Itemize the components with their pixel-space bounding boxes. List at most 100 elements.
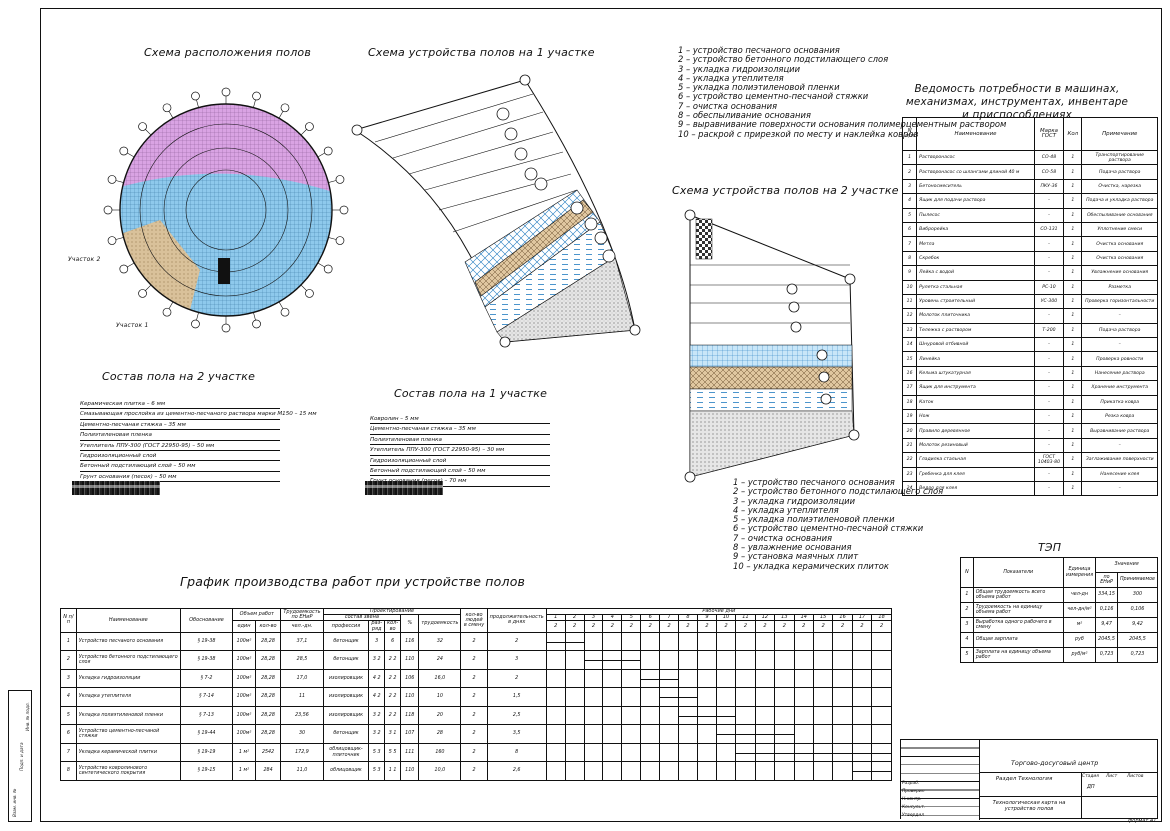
schedule-cell-labor: 37,1	[280, 631, 324, 652]
equipment-cell: –	[1033, 480, 1065, 497]
equipment-cell: –	[1033, 193, 1065, 209]
legend-top-item: 8 – обеспыливание основания	[678, 110, 811, 121]
gantt-cell	[851, 668, 873, 689]
gantt-cell	[678, 631, 698, 652]
schedule-cell-dur: 1,5	[486, 687, 547, 707]
gantt-bar	[679, 715, 697, 717]
schedule-cell-unit: 1 м²	[232, 761, 256, 781]
gantt-cell	[774, 761, 795, 781]
tep-cell: 0,723	[1116, 647, 1159, 663]
equipment-cell: 1	[1063, 207, 1083, 223]
equipment-cell: Лейка с водой	[916, 265, 1035, 281]
gantt-cell	[851, 631, 873, 652]
schedule-cell-qty: 284	[254, 761, 282, 781]
gantt-cell	[715, 650, 737, 670]
schedule-cell-count: 6	[384, 631, 402, 652]
gantt-cell	[640, 650, 661, 670]
schedule-cell-labor: 28,5	[280, 650, 324, 670]
schedule-cell-labor_d: 10,0	[418, 761, 462, 781]
gantt-bar	[872, 771, 891, 773]
tep-cell: 0,116	[1095, 602, 1118, 618]
gantt-cell	[545, 668, 566, 689]
gantt-bar	[872, 752, 891, 754]
gantt-cell	[621, 631, 642, 652]
ph-duration: продолжительность в днях	[486, 608, 547, 633]
stamp-sheets-h: Листов	[1127, 774, 1144, 779]
tep-cell: чел-дн	[1062, 587, 1097, 603]
gantt-cell	[871, 668, 892, 689]
gantt-cell	[583, 761, 604, 781]
axis-bubble	[305, 289, 314, 298]
legend-top-item: 7 – очистка основания	[678, 100, 778, 111]
gantt-cell	[735, 668, 756, 689]
legend-bottom-item: 2 – устройство бетонного подстилающего с…	[733, 486, 944, 497]
gantt-cell	[812, 687, 834, 707]
equipment-cell: ПКУ-36	[1033, 178, 1065, 195]
legend-bottom-item: 4 – укладка утеплителя	[733, 504, 839, 515]
schedule-cell-name: Укладка гидроизоляции	[75, 668, 181, 689]
schedule-cell-people: 2	[460, 705, 488, 726]
shift-value: 2	[754, 620, 776, 633]
schedule-cell-labor: 17,0	[280, 668, 324, 689]
layer-item: Цементно-песчаная стяжка – 35 мм	[80, 420, 280, 431]
title-tep: ТЭП	[1038, 541, 1062, 554]
stamp-role: Проверил	[902, 789, 925, 794]
schedule-cell-dur: 2	[486, 668, 547, 689]
axis-bubble	[323, 264, 333, 274]
equipment-cell: Нанесение раствора	[1081, 365, 1158, 382]
gantt-cell	[754, 742, 776, 763]
gantt-cell	[678, 668, 698, 689]
schedule-cell-qty: 28,28	[254, 724, 282, 744]
gantt-cell	[640, 631, 661, 652]
gantt-bar	[679, 697, 697, 699]
axis-bubble	[162, 307, 172, 317]
gantt-cell	[754, 687, 776, 707]
equipment-cell: 1	[1063, 178, 1083, 195]
equipment-cell: 1	[1063, 265, 1083, 281]
equipment-cell: Проверка горизонтальности	[1081, 293, 1158, 310]
ph-people: кол-во людей в смену	[460, 608, 488, 633]
schedule-cell-percent: 106	[400, 668, 420, 689]
gantt-cell	[832, 705, 853, 726]
equipment-cell: Подача и укладка раствора	[1081, 193, 1158, 209]
equipment-cell: Подача раствора	[1081, 164, 1158, 180]
shift-value: 2	[564, 620, 585, 633]
axis-bubble	[335, 175, 345, 184]
shift-value: 2	[735, 620, 756, 633]
gantt-cell	[715, 761, 737, 781]
shift-value: 2	[696, 620, 717, 633]
gantt-cell	[793, 742, 814, 763]
equipment-cell: 1	[1063, 351, 1083, 367]
gantt-bar	[622, 660, 640, 662]
equipment-cell: Рулетка стальная	[916, 279, 1035, 295]
equipment-cell: Очистка основания	[1081, 236, 1158, 252]
gantt-cell	[754, 724, 776, 744]
side-label-3: Инв. № подл.	[25, 702, 30, 731]
ph-labor-unit: чел.-дн.	[280, 620, 324, 633]
equipment-header: N п/п	[901, 117, 918, 151]
schedule-cell-name: Укладка утеплителя	[75, 687, 181, 707]
gantt-cell	[545, 742, 566, 763]
schedule-cell-basis: § 19-44	[179, 724, 234, 744]
schedule-cell-labor: 11	[280, 687, 324, 707]
equipment-cell: Гладилка стальная	[916, 452, 1035, 468]
tep-cell: 0,723	[1095, 647, 1118, 663]
gantt-cell	[735, 687, 756, 707]
equipment-cell: –	[1033, 236, 1065, 252]
equipment-cell: –	[1081, 480, 1158, 497]
equipment-cell: 1	[1063, 423, 1083, 439]
equipment-cell: СО-131	[1033, 221, 1065, 238]
tep-cell: 1	[960, 587, 974, 603]
schedule-cell-labor_d: 16,0	[418, 668, 462, 689]
layer-item: Утеплитель ППУ-300 (ГОСТ 22950-95) – 30 …	[370, 445, 550, 456]
gantt-cell	[659, 705, 680, 726]
gantt-cell	[832, 724, 853, 744]
layer-item: Гидроизоляционный слой	[370, 456, 550, 466]
equipment-cell: 10	[901, 279, 918, 295]
legend-top-item: 6 – устройство цементно-песчаной стяжки	[678, 91, 869, 102]
schedule-cell-count: 5 5	[384, 742, 402, 763]
